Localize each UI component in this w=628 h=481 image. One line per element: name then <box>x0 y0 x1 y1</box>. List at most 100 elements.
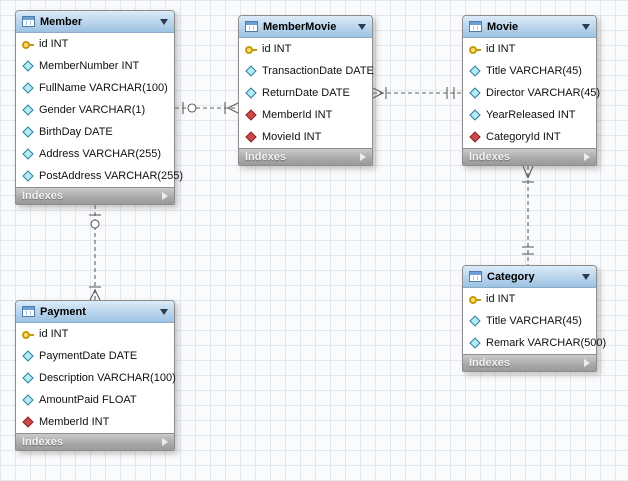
indexes-bar[interactable]: Indexes <box>16 187 174 204</box>
column-icon <box>22 60 34 72</box>
table-field-row[interactable]: MemberId INT <box>239 104 372 126</box>
indexes-bar[interactable]: Indexes <box>16 433 174 450</box>
indexes-bar[interactable]: Indexes <box>463 148 596 165</box>
fk-column-icon <box>245 131 257 143</box>
table-field-row[interactable]: ReturnDate DATE <box>239 82 372 104</box>
table-field-row[interactable]: MovieId INT <box>239 126 372 148</box>
table-field-row[interactable]: CategoryId INT <box>463 126 596 148</box>
indexes-label: Indexes <box>469 357 510 369</box>
table-field-row[interactable]: Description VARCHAR(100) <box>16 367 176 389</box>
table-movie[interactable]: Movie id INT Title VARCHAR(45) Director … <box>462 15 600 166</box>
table-field-row[interactable]: MemberId INT <box>16 411 174 433</box>
column-icon <box>22 148 34 160</box>
table-field-row[interactable]: id INT <box>16 33 174 55</box>
relationship-movie-category[interactable] <box>522 165 534 265</box>
column-icon <box>22 350 34 362</box>
table-field-row[interactable]: AmountPaid FLOAT <box>16 389 174 411</box>
table-membermovie-fields: id INT TransactionDate DATE ReturnDate D… <box>239 38 374 148</box>
column-icon <box>22 82 34 94</box>
table-field-row[interactable]: FullName VARCHAR(100) <box>16 77 174 99</box>
expand-arrow-icon[interactable] <box>584 153 590 161</box>
field-label: PaymentDate DATE <box>39 350 138 362</box>
table-member[interactable]: Member id INT MemberNumber INT FullName … <box>15 10 183 205</box>
expand-arrow-icon[interactable] <box>584 359 590 367</box>
table-field-row[interactable]: Director VARCHAR(45) <box>463 82 600 104</box>
table-icon <box>22 16 35 27</box>
column-icon <box>22 126 34 138</box>
table-movie-header[interactable]: Movie <box>463 16 596 38</box>
column-icon <box>469 337 481 349</box>
collapse-arrow-icon[interactable] <box>160 308 168 315</box>
field-label: Address VARCHAR(255) <box>39 148 162 160</box>
table-field-row[interactable]: MemberNumber INT <box>16 55 174 77</box>
table-field-row[interactable]: id INT <box>463 288 596 310</box>
table-payment-header[interactable]: Payment <box>16 301 174 323</box>
table-field-row[interactable]: id INT <box>463 38 596 60</box>
fk-column-icon <box>469 131 481 143</box>
column-icon <box>245 65 257 77</box>
indexes-label: Indexes <box>22 190 63 202</box>
table-field-row[interactable]: Title VARCHAR(45) <box>463 60 596 82</box>
table-field-row[interactable]: Remark VARCHAR(500) <box>463 332 606 354</box>
collapse-arrow-icon[interactable] <box>160 18 168 25</box>
collapse-arrow-icon[interactable] <box>358 23 366 30</box>
fk-column-icon <box>245 109 257 121</box>
field-label: FullName VARCHAR(100) <box>39 82 168 94</box>
table-field-row[interactable]: Title VARCHAR(45) <box>463 310 596 332</box>
table-member-header[interactable]: Member <box>16 11 174 33</box>
table-title: Member <box>40 15 83 28</box>
table-field-row[interactable]: id INT <box>16 323 174 345</box>
table-title: Category <box>487 270 535 283</box>
table-category-header[interactable]: Category <box>463 266 596 288</box>
field-label: CategoryId INT <box>486 131 561 143</box>
table-payment[interactable]: Payment id INT PaymentDate DATE Descript… <box>15 300 176 451</box>
key-icon <box>245 43 257 55</box>
field-label: Remark VARCHAR(500) <box>486 337 607 349</box>
key-icon <box>469 293 481 305</box>
field-label: Title VARCHAR(45) <box>486 65 582 77</box>
field-label: MemberNumber INT <box>39 60 140 72</box>
table-icon <box>469 21 482 32</box>
expand-arrow-icon[interactable] <box>360 153 366 161</box>
field-label: AmountPaid FLOAT <box>39 394 137 406</box>
table-icon <box>22 306 35 317</box>
table-title: MemberMovie <box>263 20 337 33</box>
collapse-arrow-icon[interactable] <box>582 23 590 30</box>
relationship-member-payment[interactable] <box>89 205 101 301</box>
field-label: id INT <box>39 38 69 50</box>
relationship-member-membermovie[interactable] <box>175 102 239 114</box>
collapse-arrow-icon[interactable] <box>582 273 590 280</box>
table-movie-fields: id INT Title VARCHAR(45) Director VARCHA… <box>463 38 600 148</box>
key-icon <box>22 38 34 50</box>
column-icon <box>469 315 481 327</box>
relationship-membermovie-movie[interactable] <box>372 87 462 99</box>
table-field-row[interactable]: BirthDay DATE <box>16 121 174 143</box>
table-membermovie-header[interactable]: MemberMovie <box>239 16 372 38</box>
field-label: id INT <box>486 293 516 305</box>
indexes-bar[interactable]: Indexes <box>239 148 372 165</box>
column-icon <box>469 87 481 99</box>
table-icon <box>469 271 482 282</box>
column-icon <box>22 170 34 182</box>
table-membermovie[interactable]: MemberMovie id INT TransactionDate DATE … <box>238 15 374 166</box>
column-icon <box>469 65 481 77</box>
field-label: MemberId INT <box>39 416 110 428</box>
field-label: ReturnDate DATE <box>262 87 350 99</box>
table-field-row[interactable]: id INT <box>239 38 372 60</box>
field-label: id INT <box>262 43 292 55</box>
table-field-row[interactable]: Gender VARCHAR(1) <box>16 99 174 121</box>
table-title: Movie <box>487 20 519 33</box>
table-field-row[interactable]: YearReleased INT <box>463 104 596 126</box>
expand-arrow-icon[interactable] <box>162 438 168 446</box>
table-field-row[interactable]: PaymentDate DATE <box>16 345 174 367</box>
expand-arrow-icon[interactable] <box>162 192 168 200</box>
field-label: Title VARCHAR(45) <box>486 315 582 327</box>
table-field-row[interactable]: Address VARCHAR(255) <box>16 143 174 165</box>
column-icon <box>22 104 34 116</box>
table-field-row[interactable]: PostAddress VARCHAR(255) <box>16 165 183 187</box>
indexes-bar[interactable]: Indexes <box>463 354 596 371</box>
table-field-row[interactable]: TransactionDate DATE <box>239 60 374 82</box>
table-category[interactable]: Category id INT Title VARCHAR(45) Remark… <box>462 265 606 372</box>
